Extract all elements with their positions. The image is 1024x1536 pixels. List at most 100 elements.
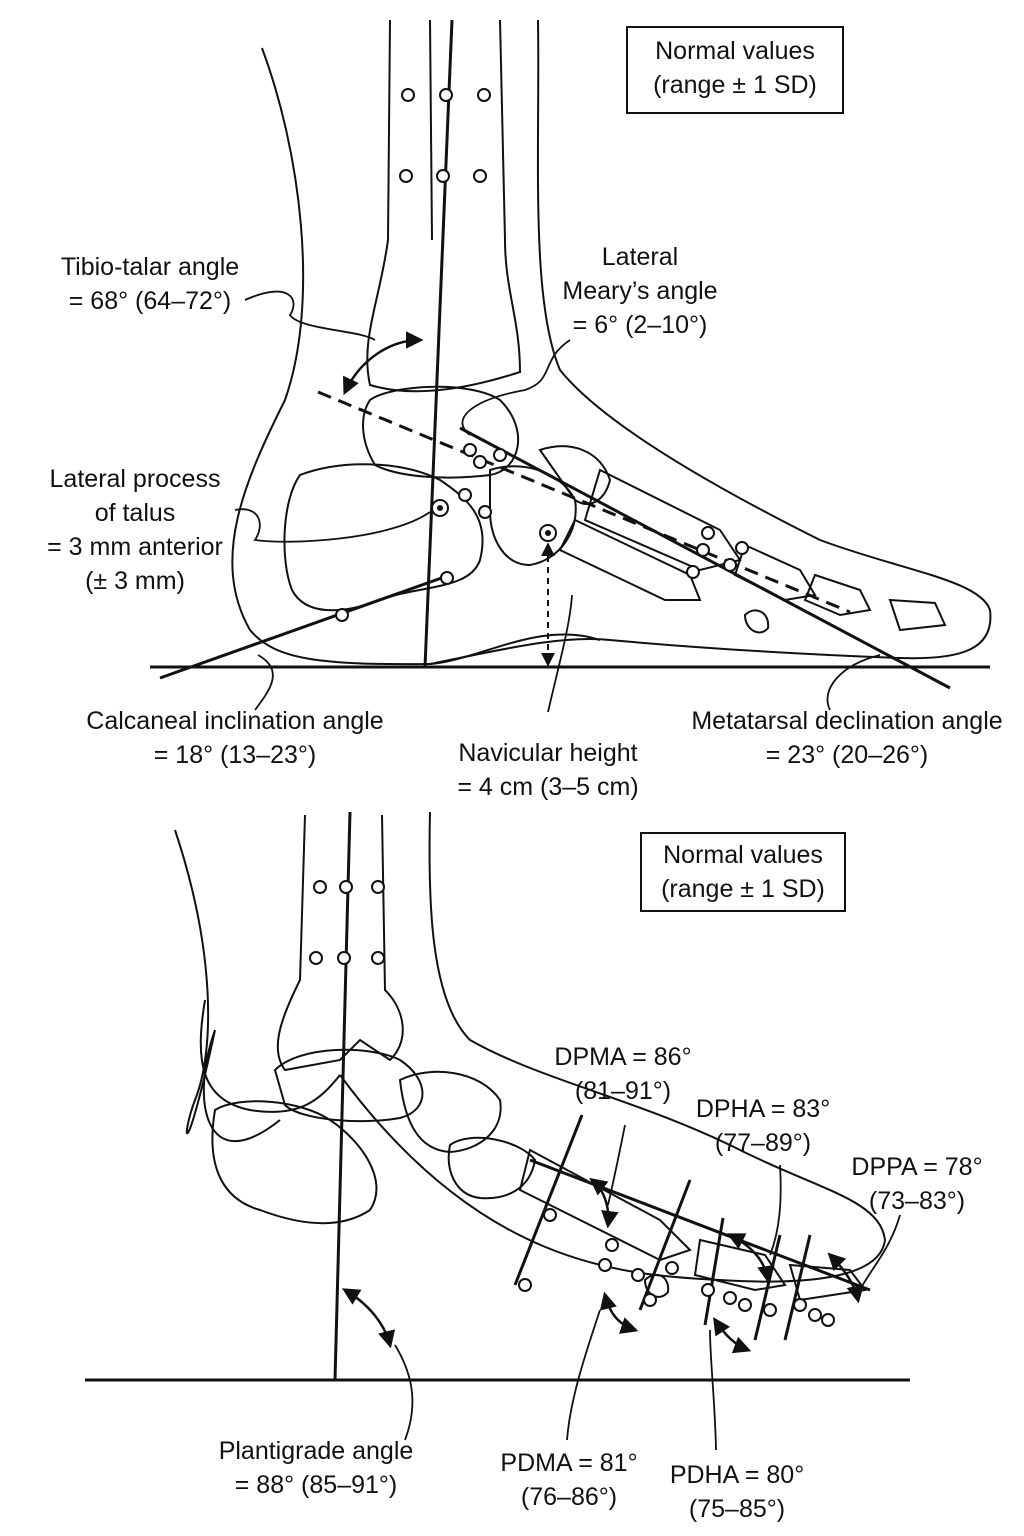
- plantigrade-title: Plantigrade angle: [218, 1437, 414, 1465]
- lateral-process-label: Lateral process of talus = 3 mm anterior…: [20, 462, 250, 598]
- bottom-cuneiform: [447, 1136, 537, 1200]
- metatarsal-value: = 23° (20–26°): [765, 741, 929, 769]
- top-plantar-curve: [429, 633, 601, 665]
- top-point: [399, 169, 413, 183]
- metatarsal-title: Metatarsal declination angle: [691, 707, 1003, 735]
- dpma-label: DPMA = 86° (81–91°): [548, 1040, 698, 1108]
- meary-line2: Meary’s angle: [562, 277, 718, 305]
- bottom-tibia: [276, 814, 404, 1072]
- navicular-height-label: Navicular height = 4 cm (3–5 cm): [438, 736, 658, 804]
- top-point: [723, 558, 737, 572]
- bottom-skin-outline: [174, 829, 281, 1143]
- bottom-landmark-points: [309, 880, 835, 1327]
- top-point-centers: [437, 505, 551, 536]
- top-point: [401, 88, 415, 102]
- top-point: [696, 543, 710, 557]
- top-point: [458, 488, 472, 502]
- bottom-point: [631, 1268, 645, 1282]
- top-phalanx-3: [888, 598, 947, 632]
- bottom-plantigrade-leader: [394, 1344, 414, 1441]
- bottom-pdma-leader: [566, 1309, 601, 1441]
- bottom-point: [605, 1238, 619, 1252]
- lateral-process-line4: (± 3 mm): [85, 567, 185, 595]
- bottom-point: [763, 1303, 777, 1317]
- bottom-pdha-perpendicular: [753, 1234, 782, 1341]
- dpma-range: (81–91°): [574, 1077, 672, 1105]
- top-landmark-points: [335, 88, 749, 622]
- bottom-point: [543, 1208, 557, 1222]
- bottom-point: [808, 1308, 822, 1322]
- top-talar-axis-dashed-line: [317, 390, 851, 614]
- pdha-value: PDHA = 80°: [669, 1461, 805, 1489]
- tibio-talar-title: Tibio-talar angle: [60, 253, 240, 281]
- calcaneal-inclination-label: Calcaneal inclination angle = 18° (13–23…: [70, 704, 400, 772]
- bottom-dppa-leader: [859, 1214, 901, 1291]
- bottom-normal-values-line2: (range ± 1 SD): [661, 875, 825, 903]
- top-normal-values-line2: (range ± 1 SD): [653, 71, 817, 99]
- top-meary-leader: [461, 339, 571, 436]
- lateral-process-line3: = 3 mm anterior: [47, 533, 223, 561]
- bottom-dppa-perpendicular: [783, 1234, 812, 1341]
- bottom-point: [665, 1261, 679, 1275]
- top-foot-illustration: [231, 19, 992, 666]
- top-metatarsal-leader: [826, 654, 881, 711]
- top-point: [477, 88, 491, 102]
- bottom-point: [371, 951, 385, 965]
- top-tibio-talar-leader: [244, 290, 376, 341]
- top-sesamoid: [743, 609, 770, 634]
- bottom-skin-heel: [199, 999, 341, 1113]
- bottom-dpha-leader: [769, 1164, 782, 1256]
- top-normal-values-line1: Normal values: [655, 37, 815, 65]
- calcaneal-title: Calcaneal inclination angle: [86, 707, 384, 735]
- top-metatarsal-2: [558, 518, 702, 601]
- top-normal-values-box: Normal values (range ± 1 SD): [626, 26, 844, 114]
- top-point: [478, 505, 492, 519]
- top-calcaneus: [283, 463, 484, 612]
- pdma-range: (76–86°): [520, 1483, 618, 1511]
- bottom-point: [337, 951, 351, 965]
- metatarsal-declination-label: Metatarsal declination angle = 23° (20–2…: [680, 704, 1014, 772]
- top-tibia: [366, 19, 522, 393]
- bottom-dppa-arc: [827, 1252, 864, 1304]
- bottom-measurement-lines: [85, 811, 910, 1382]
- top-point: [473, 455, 487, 469]
- plantigrade-angle-label: Plantigrade angle = 88° (85–91°): [196, 1434, 436, 1502]
- tibio-talar-angle-label: Tibio-talar angle = 68° (64–72°): [30, 250, 270, 318]
- top-point: [335, 608, 349, 622]
- lateral-process-line1: Lateral process: [49, 465, 221, 493]
- bottom-tibial-axis-line: [333, 811, 352, 1381]
- pdma-value: PDMA = 81°: [500, 1449, 638, 1477]
- bottom-point: [821, 1313, 835, 1327]
- top-point: [473, 169, 487, 183]
- bottom-point: [339, 880, 353, 894]
- bottom-plantigrade-arc: [341, 1288, 396, 1349]
- top-point: [436, 169, 450, 183]
- top-phalanx-1: [733, 543, 817, 602]
- bottom-pdma-arc: [599, 1291, 639, 1334]
- bottom-point: [518, 1278, 532, 1292]
- bottom-point: [701, 1283, 715, 1297]
- top-fibula: [429, 19, 433, 241]
- top-calcaneal-line: [159, 573, 451, 680]
- bottom-pdha-leader: [709, 1329, 717, 1451]
- bottom-calcaneus: [211, 1100, 378, 1225]
- dppa-value: DPPA = 78°: [851, 1153, 983, 1181]
- bottom-first-ray-axis-line: [529, 1158, 871, 1292]
- bottom-navicular: [398, 1070, 502, 1154]
- bottom-point: [793, 1298, 807, 1312]
- bottom-pdha-arc: [713, 1317, 752, 1354]
- top-point: [440, 571, 454, 585]
- meary-value: = 6° (2–10°): [572, 311, 708, 339]
- bottom-point: [371, 880, 385, 894]
- bottom-dpma-leader: [607, 1124, 626, 1206]
- dppa-range: (73–83°): [868, 1187, 966, 1215]
- pdha-label: PDHA = 80° (75–85°): [662, 1458, 812, 1526]
- pdma-label: PDMA = 81° (76–86°): [494, 1446, 644, 1514]
- top-point: [686, 565, 700, 579]
- bottom-normal-values-box: Normal values (range ± 1 SD): [640, 832, 846, 912]
- pdha-range: (75–85°): [688, 1495, 786, 1523]
- calcaneal-value: = 18° (13–23°): [153, 741, 317, 769]
- bottom-point: [738, 1298, 752, 1312]
- navicular-value: = 4 cm (3–5 cm): [457, 773, 639, 801]
- top-metatarsal-line: [459, 426, 951, 690]
